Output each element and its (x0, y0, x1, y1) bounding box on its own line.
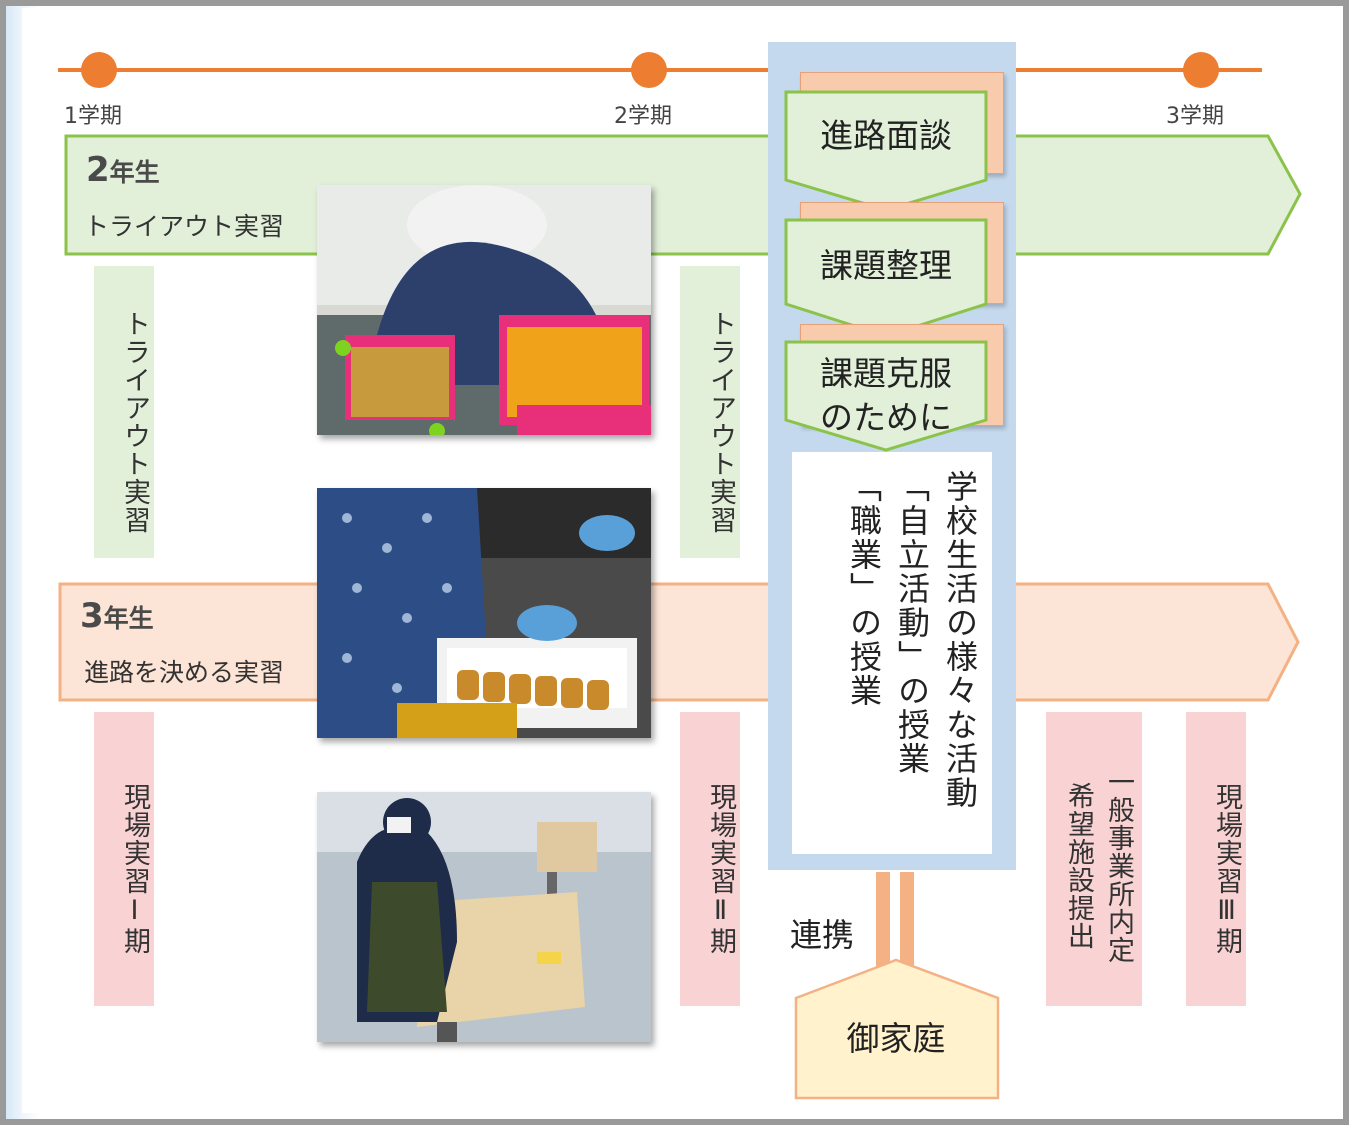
term2-label: 2学期 (614, 104, 672, 129)
step-organize-label: 課題整理 (820, 246, 952, 285)
home-shape (794, 958, 1000, 1104)
term3-label: 3学期 (1166, 104, 1224, 129)
link-connector-right (900, 872, 914, 972)
activity-independence: 「自立活動」の授業 (893, 470, 931, 776)
activities-box: 学校生活の様々な活動 「自立活動」の授業 「職業」の授業 (792, 452, 992, 854)
step1-arrow (784, 90, 1004, 216)
photo-food-prep (317, 488, 651, 738)
step-overcome-line1: 課題克服 (820, 354, 952, 393)
link-label: 連携 (790, 916, 855, 954)
home-label: 御家庭 (846, 1019, 946, 1058)
timeline-dot-term3 (1183, 52, 1219, 88)
grade2-number: 2 (86, 150, 110, 190)
placement-box: 一般事業所内定 希望施設提出 (1046, 712, 1142, 1006)
activity-school-life: 学校生活の様々な活動 (941, 470, 979, 810)
facility-application-label: 希望施設提出 (1063, 782, 1094, 950)
term1-label: 1学期 (64, 104, 122, 129)
grade2-title: 2年生 (86, 150, 160, 190)
timeline-dot-term1 (81, 52, 117, 88)
step-interview-label: 進路面談 (820, 116, 952, 155)
field-practice-2-label: 現場実習Ⅱ期 (680, 712, 740, 1006)
step-overcome-label: 課題克服 のために (784, 352, 988, 440)
grade2-suffix: 年生 (109, 158, 160, 187)
photo-sorting (317, 185, 651, 435)
grade3-subtitle: 進路を決める実習 (84, 658, 285, 687)
step3-arrow (784, 340, 1004, 456)
grade3-number: 3 (80, 596, 104, 636)
photo-table-wiping (317, 792, 651, 1042)
grade3-suffix: 年生 (103, 604, 154, 633)
link-connector-left (876, 872, 890, 972)
activity-vocational: 「職業」の授業 (845, 470, 883, 708)
field-practice-1-label: 現場実習Ⅰ期 (94, 712, 154, 1006)
grade2-subtitle: トライアウト実習 (84, 212, 285, 241)
grade3-title: 3年生 (80, 596, 154, 636)
step-overcome-line2: のために (820, 398, 952, 437)
timeline-dot-term2 (631, 52, 667, 88)
field-practice-3-label: 現場実習Ⅲ期 (1186, 712, 1246, 1006)
job-offer-label: 一般事業所内定 (1103, 768, 1134, 964)
tryout-label-term1: トライアウト実習 (94, 266, 154, 558)
tryout-label-term2: トライアウト実習 (680, 266, 740, 558)
step2-arrow (784, 218, 1004, 344)
